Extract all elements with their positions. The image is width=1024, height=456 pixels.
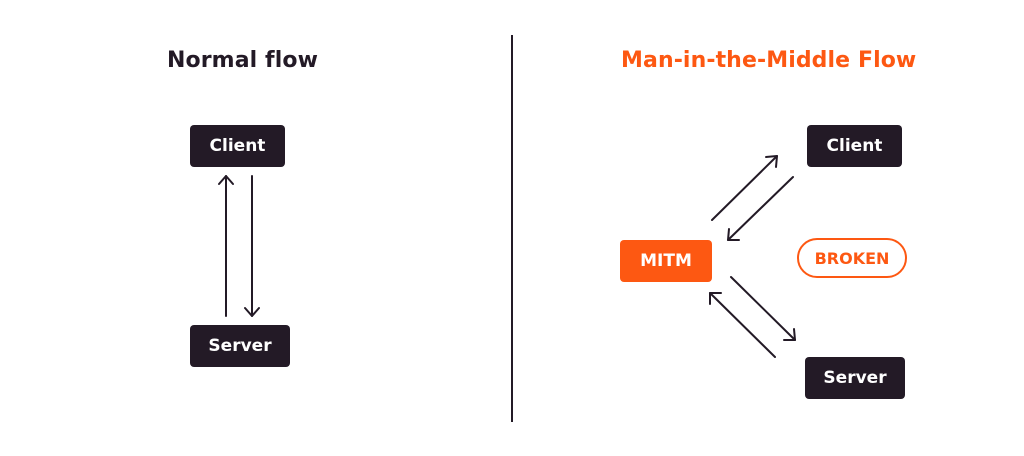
mitm-label: MITM bbox=[640, 251, 692, 271]
mitm-server-label: Server bbox=[823, 368, 887, 388]
broken-badge: BROKEN bbox=[797, 238, 907, 278]
arrow-mitm-to-server bbox=[730, 276, 796, 341]
arrow-client-to-mitm bbox=[727, 176, 794, 241]
arrow-client-to-server bbox=[244, 175, 260, 317]
mitm-server-box: Server bbox=[805, 357, 905, 399]
arrow-mitm-to-client bbox=[711, 155, 778, 221]
normal-server-box: Server bbox=[190, 325, 290, 367]
normal-flow-title: Normal flow bbox=[167, 48, 318, 73]
arrow-server-to-mitm bbox=[709, 292, 776, 358]
normal-client-label: Client bbox=[209, 136, 266, 156]
mitm-client-label: Client bbox=[826, 136, 883, 156]
mitm-flow-title: Man-in-the-Middle Flow bbox=[621, 48, 917, 73]
normal-server-label: Server bbox=[208, 336, 272, 356]
broken-label: BROKEN bbox=[814, 248, 890, 268]
arrow-server-to-client bbox=[218, 175, 234, 317]
mitm-client-box: Client bbox=[807, 125, 902, 167]
section-divider bbox=[511, 35, 513, 422]
normal-client-box: Client bbox=[190, 125, 285, 167]
mitm-box: MITM bbox=[620, 240, 712, 282]
